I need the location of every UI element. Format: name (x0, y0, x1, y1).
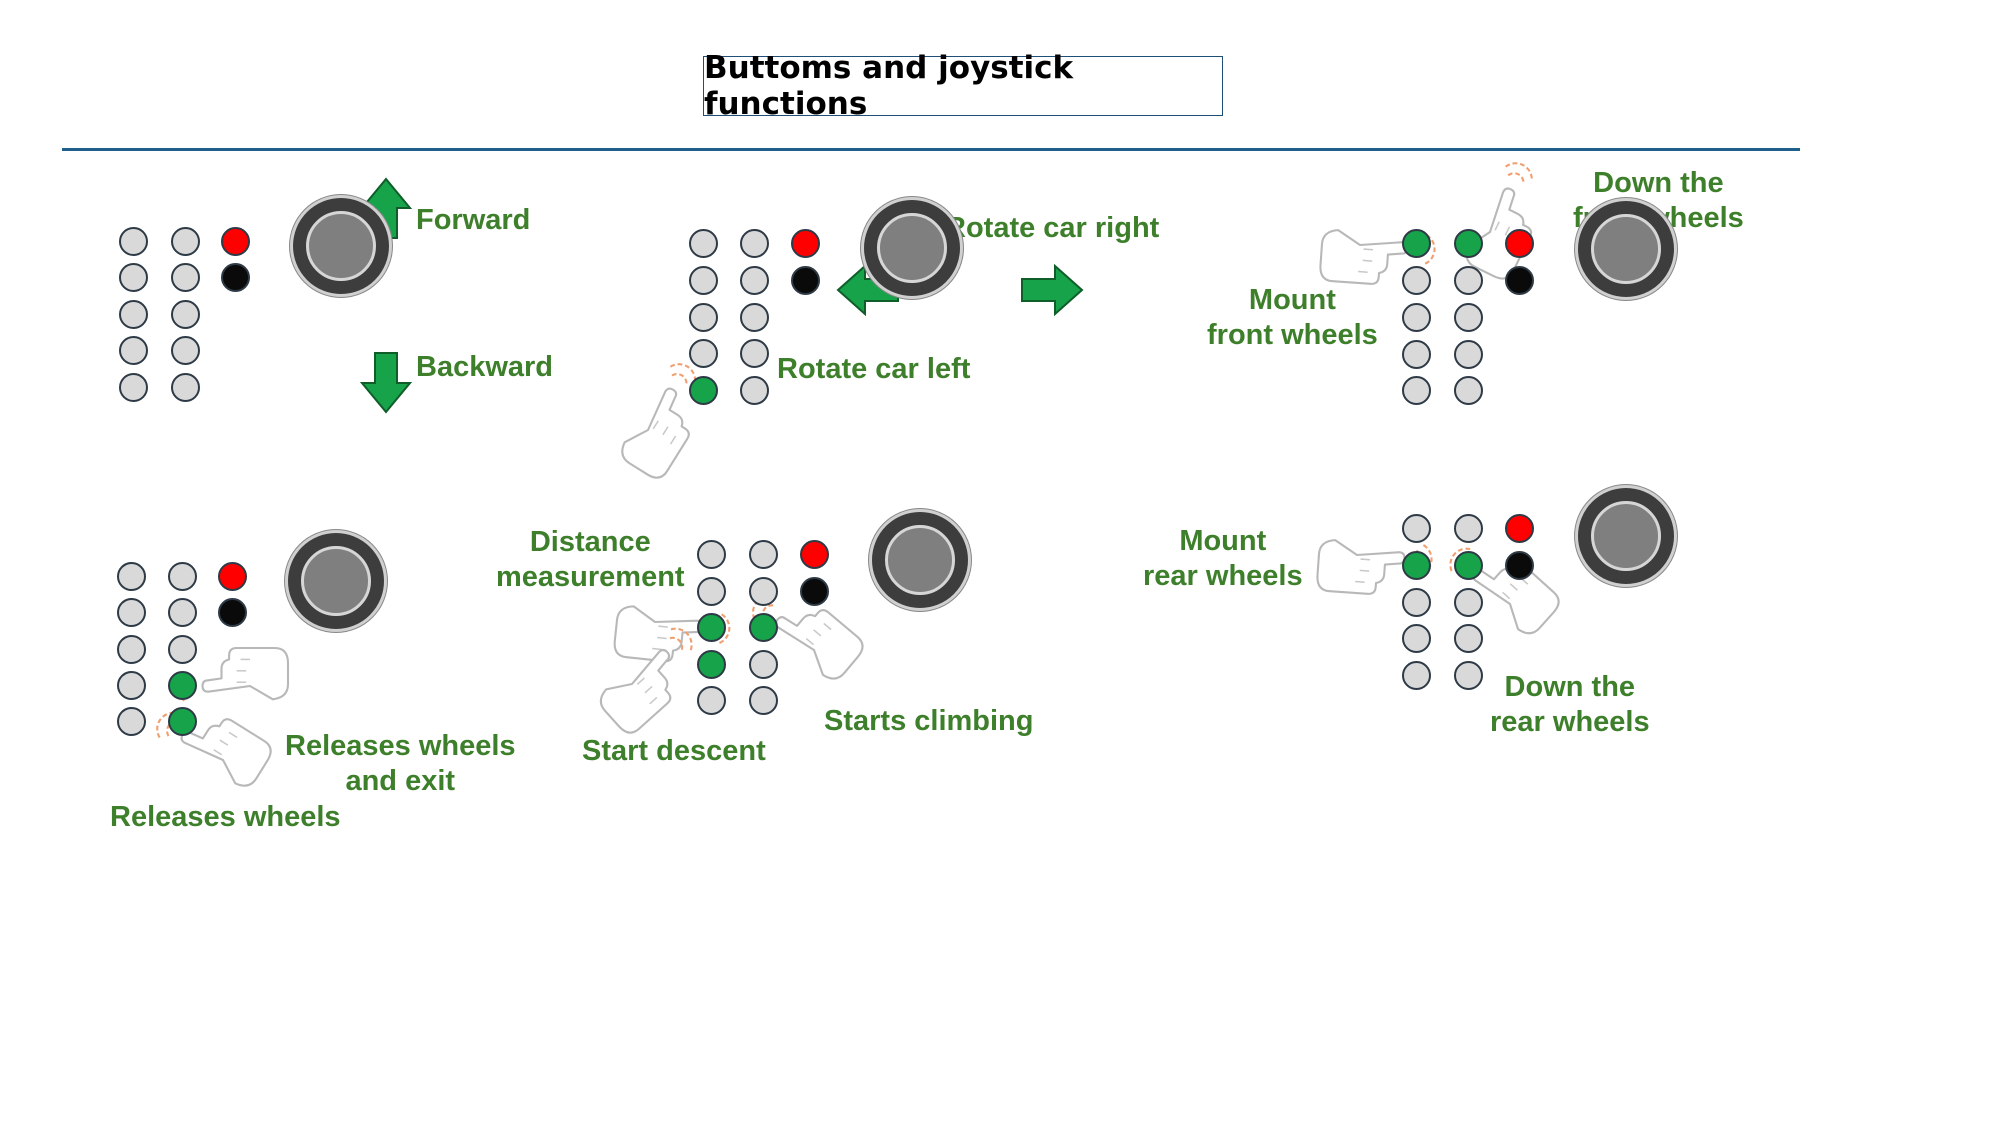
rear-wheels-button-black (1505, 551, 1534, 580)
label-start-descent: Start descent (582, 735, 766, 767)
rotate-button-col1-row2 (689, 266, 718, 295)
release-button-col2-row2 (168, 598, 197, 627)
front-wheels-button-col2-row5 (1454, 376, 1483, 405)
front-wheels-button-black (1505, 266, 1534, 295)
release-joystick (285, 530, 387, 632)
rotate-button-col1-row4 (689, 339, 718, 368)
hand-press-icon (599, 627, 693, 734)
rotate-button-col2-row4 (740, 339, 769, 368)
release-button-col2-row5-pressed (168, 707, 197, 736)
rear-wheels-joystick (1575, 485, 1677, 587)
label-starts-climbing: Starts climbing (824, 705, 1034, 737)
drive-button-col1-row4 (119, 336, 148, 365)
rear-wheels-button-col1-row3 (1402, 588, 1431, 617)
front-wheels-joystick (1575, 198, 1677, 300)
rear-wheels-button-col1-row4 (1402, 624, 1431, 653)
arrow-down-icon (359, 352, 413, 414)
front-wheels-button-red (1505, 229, 1534, 258)
climb-button-col1-row4-pressed (697, 650, 726, 679)
rotate-button-col1-row5-pressed (689, 376, 718, 405)
rotate-button-black (791, 266, 820, 295)
drive-button-col2-row5 (171, 373, 200, 402)
rear-wheels-button-col2-row4 (1454, 624, 1483, 653)
label-rotate-left: Rotate car left (777, 353, 971, 385)
release-button-col2-row1 (168, 562, 197, 591)
drive-button-black (221, 263, 250, 292)
rotate-button-col2-row5 (740, 376, 769, 405)
hand-press-icon (1449, 547, 1560, 635)
climb-button-col2-row4 (749, 650, 778, 679)
rear-wheels-button-col2-row3 (1454, 588, 1483, 617)
rear-wheels-button-col2-row2-pressed (1454, 551, 1483, 580)
rear-wheels-button-col2-row5 (1454, 661, 1483, 690)
release-button-col1-row5 (117, 707, 146, 736)
rear-wheels-button-col1-row2-pressed (1402, 551, 1431, 580)
hand-press-icon (1465, 162, 1533, 280)
front-wheels-button-col2-row4 (1454, 340, 1483, 369)
release-button-col1-row3 (117, 635, 146, 664)
front-wheels-button-col1-row1-pressed (1402, 229, 1431, 258)
climb-button-red (800, 540, 829, 569)
rotate-joystick (861, 197, 963, 299)
climb-button-black (800, 577, 829, 606)
climb-button-col2-row3-pressed (749, 613, 778, 642)
label-backward: Backward (416, 351, 554, 383)
release-button-col2-row4-pressed (168, 671, 197, 700)
title-divider (62, 148, 1800, 151)
label-releases-wheels: Releases wheels (110, 801, 341, 833)
hand-press-icon (156, 711, 272, 787)
climb-button-col2-row2 (749, 577, 778, 606)
climb-button-col2-row1 (749, 540, 778, 569)
climb-button-col1-row3-pressed (697, 613, 726, 642)
release-button-red (218, 562, 247, 591)
rear-wheels-button-col1-row5 (1402, 661, 1431, 690)
release-button-black (218, 598, 247, 627)
arrow-right-icon (1021, 263, 1084, 317)
drive-button-col2-row2 (171, 263, 200, 292)
release-button-col1-row4 (117, 671, 146, 700)
front-wheels-button-col1-row2 (1402, 266, 1431, 295)
release-button-col1-row2 (117, 598, 146, 627)
rotate-button-col1-row3 (689, 303, 718, 332)
front-wheels-button-col1-row4 (1402, 340, 1431, 369)
climb-button-col1-row1 (697, 540, 726, 569)
label-rotate-right: Rotate car right (945, 212, 1160, 244)
drive-button-col1-row2 (119, 263, 148, 292)
rear-wheels-button-col2-row1 (1454, 514, 1483, 543)
drive-button-col1-row3 (119, 300, 148, 329)
front-wheels-button-col2-row2 (1454, 266, 1483, 295)
front-wheels-button-col2-row1-pressed (1454, 229, 1483, 258)
front-wheels-button-col1-row5 (1402, 376, 1431, 405)
rotate-button-red (791, 229, 820, 258)
drive-button-red (221, 227, 250, 256)
climb-button-col2-row5 (749, 686, 778, 715)
release-button-col2-row3 (168, 635, 197, 664)
front-wheels-button-col2-row3 (1454, 303, 1483, 332)
drive-button-col2-row3 (171, 300, 200, 329)
rotate-button-col1-row1 (689, 229, 718, 258)
label-forward: Forward (416, 204, 531, 236)
release-button-col1-row1 (117, 562, 146, 591)
drive-button-col2-row1 (171, 227, 200, 256)
climb-joystick (869, 509, 971, 611)
climb-button-col1-row2 (697, 577, 726, 606)
front-wheels-button-col1-row3 (1402, 303, 1431, 332)
drive-button-col1-row5 (119, 373, 148, 402)
rear-wheels-button-red (1505, 514, 1534, 543)
rear-wheels-button-col1-row1 (1402, 514, 1431, 543)
climb-button-col1-row5 (697, 686, 726, 715)
drive-joystick (290, 195, 392, 297)
drive-button-col1-row1 (119, 227, 148, 256)
rotate-button-col2-row1 (740, 229, 769, 258)
rotate-button-col2-row2 (740, 266, 769, 295)
drive-button-col2-row4 (171, 336, 200, 365)
rotate-button-col2-row3 (740, 303, 769, 332)
